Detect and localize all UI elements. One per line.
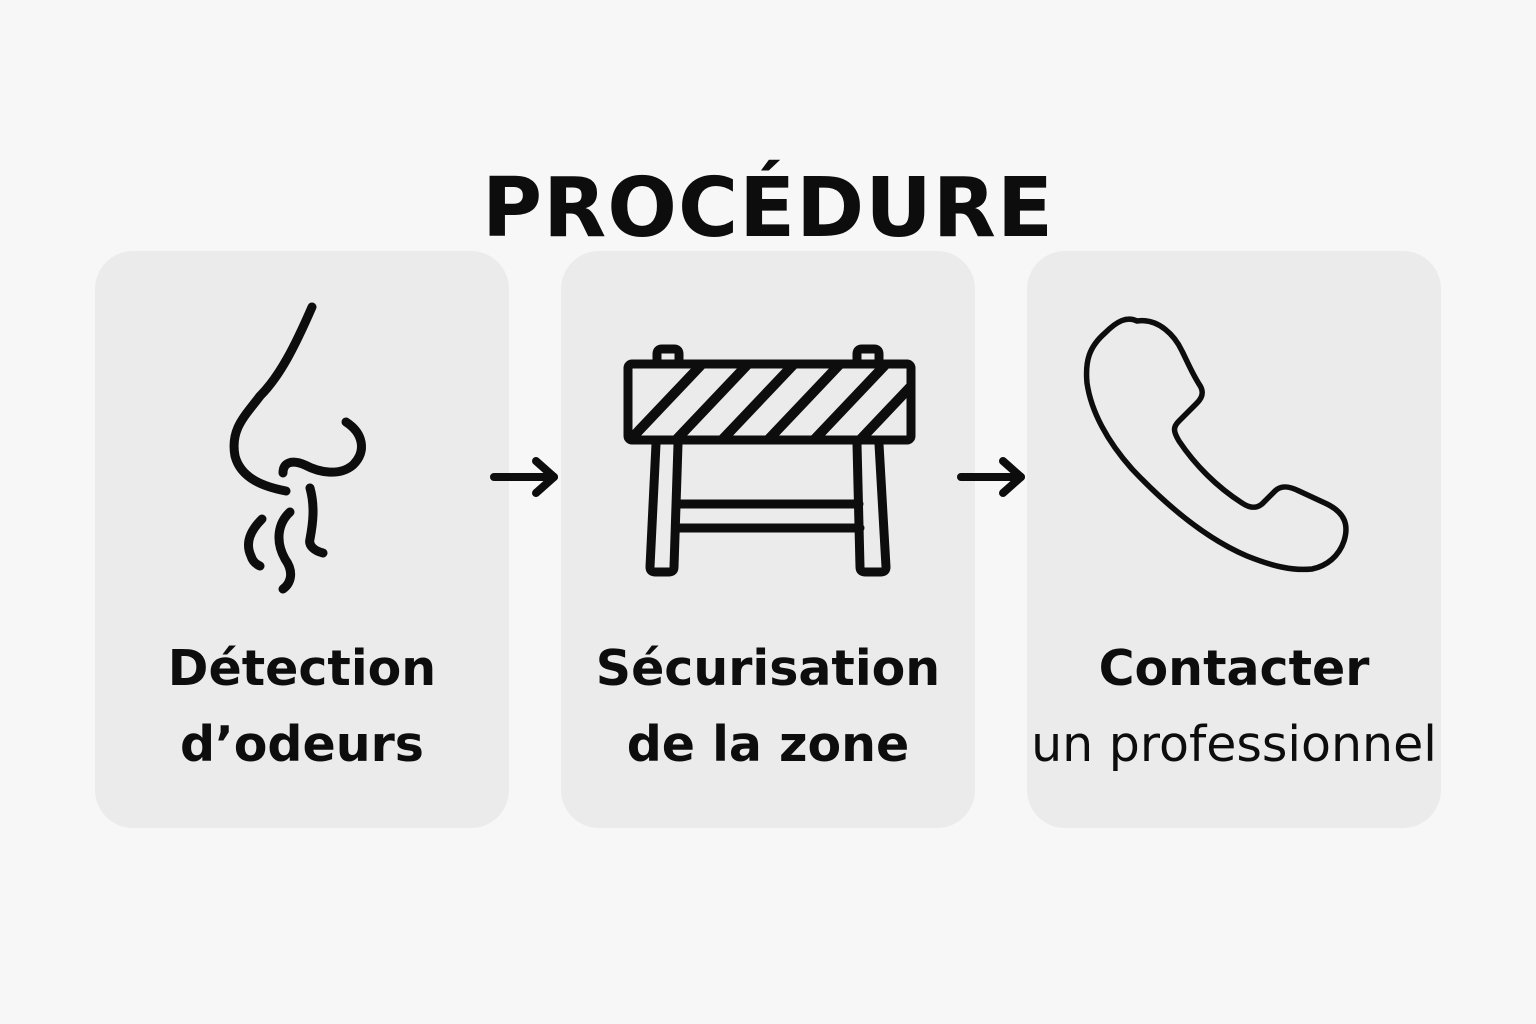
step-label-line2: de la zone xyxy=(626,716,910,773)
step-label: Sécurisation de la zone xyxy=(561,631,975,783)
arrow-right-icon xyxy=(957,457,1025,497)
step-label-line1: Sécurisation xyxy=(595,640,941,697)
step-label-line1: Détection xyxy=(167,640,437,697)
step-card-securisation: Sécurisation de la zone xyxy=(561,251,975,828)
step-label-line2: d’odeurs xyxy=(180,716,424,773)
step-card-detection: Détection d’odeurs xyxy=(95,251,509,828)
step-label: Détection d’odeurs xyxy=(95,631,509,783)
step-label-line1: Contacter xyxy=(1098,640,1370,697)
step-label: Contacter un professionnel xyxy=(1027,631,1441,783)
step-card-contacter: Contacter un professionnel xyxy=(1027,251,1441,828)
arrow-right-icon xyxy=(490,457,558,497)
page-title: PROCÉDURE xyxy=(482,160,1054,256)
step-label-line2: un professionnel xyxy=(1031,716,1437,773)
